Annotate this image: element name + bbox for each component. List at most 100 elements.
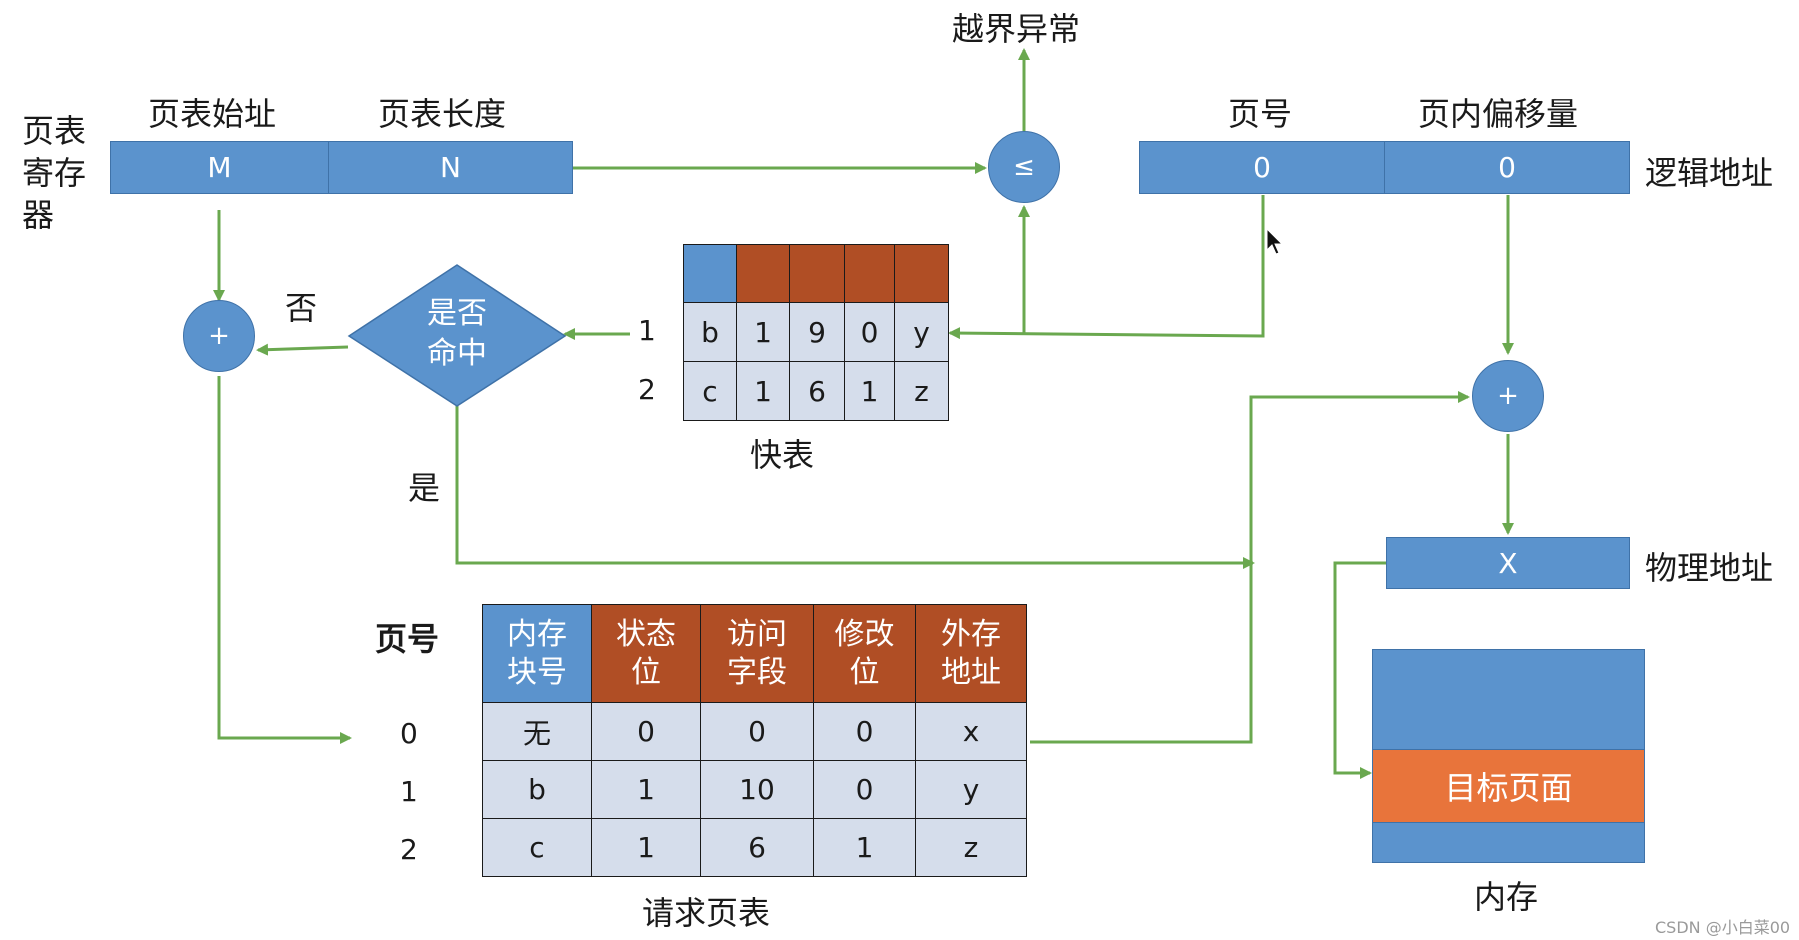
tlb-cell: 9	[789, 302, 845, 362]
tlb-cell: 6	[789, 361, 845, 421]
tlb-header-cell	[894, 244, 949, 303]
tlb-header-row	[683, 244, 949, 303]
tlb-index-2: 2	[638, 373, 656, 406]
page-table-cell: 1	[591, 818, 701, 877]
page-table-cell: 0	[591, 702, 701, 761]
arrow-physical-to-target	[1333, 561, 1386, 779]
header-access-field-line-2: 字段	[727, 654, 787, 690]
tlb-table: b 1 9 0 y c 1 6 1 z	[683, 244, 949, 421]
start-address-cell: M	[110, 141, 329, 194]
page-table-cell: c	[482, 818, 592, 877]
physical-address-cell: X	[1386, 537, 1630, 589]
watermark: CSDN @小白菜00	[1655, 918, 1791, 937]
page-table-cell: 无	[482, 702, 592, 761]
page-table-index-2: 2	[400, 833, 418, 866]
register-label: 页表 寄存 器	[22, 110, 86, 236]
page-table-cell: 0	[813, 760, 916, 819]
memory-block: 目标页面	[1372, 649, 1645, 863]
request-page-table: 内存 块号 状态 位 访问 字段 修改 位 外存 地址 无 0 0	[482, 604, 1027, 877]
page-table-cell: x	[915, 702, 1027, 761]
left-adder-node: +	[183, 300, 255, 372]
page-table-cell: 1	[813, 818, 916, 877]
memory-label: 内存	[1474, 878, 1539, 916]
page-table-cell: b	[482, 760, 592, 819]
tlb-header-cell	[844, 244, 895, 303]
page-table-row: b 1 10 0 y	[482, 760, 1027, 819]
length-header: 页表长度	[378, 95, 507, 133]
header-disk-address: 外存 地址	[915, 604, 1027, 703]
header-frame-no: 内存 块号	[482, 604, 592, 703]
tlb-row: b 1 9 0 y	[683, 302, 949, 362]
right-adder-node: +	[1472, 360, 1544, 432]
header-dirty-bit: 修改 位	[813, 604, 916, 703]
header-access-field-line-1: 访问	[727, 616, 787, 652]
page-table-header-row: 内存 块号 状态 位 访问 字段 修改 位 外存 地址	[482, 604, 1027, 703]
mouse-cursor-icon	[1266, 228, 1284, 255]
decision-line-2: 命中	[427, 336, 487, 371]
decision-yes-label: 是	[408, 469, 441, 507]
offset-header: 页内偏移量	[1418, 95, 1579, 133]
page-table-cell: 6	[700, 818, 814, 877]
page-table-cell: 0	[813, 702, 916, 761]
page-table-row: 无 0 0 0 x	[482, 702, 1027, 761]
decision-line-1: 是否	[427, 296, 487, 331]
header-frame-no-line-2: 块号	[507, 654, 567, 690]
header-frame-no-line-1: 内存	[507, 616, 567, 652]
decision-no-label: 否	[285, 289, 318, 327]
page-table-page-no-header: 页号	[375, 620, 440, 658]
target-page: 目标页面	[1373, 749, 1644, 823]
page-table-row: c 1 6 1 z	[482, 818, 1027, 877]
request-page-table-label: 请求页表	[642, 894, 771, 932]
header-valid-bit-line-2: 位	[631, 654, 661, 690]
tlb-cell: 1	[736, 302, 790, 362]
register-label-line-3: 器	[22, 196, 55, 234]
register-label-line-2: 寄存	[22, 154, 87, 192]
overflow-label: 越界异常	[952, 10, 1081, 48]
page-table-index-0: 0	[400, 717, 418, 750]
header-valid-bit-line-1: 状态	[616, 616, 676, 652]
arrow-decision-no-to-adder	[256, 343, 349, 356]
tlb-row: c 1 6 1 z	[683, 361, 949, 421]
decision-text: 是否 命中	[417, 294, 497, 374]
header-valid-bit: 状态 位	[591, 604, 701, 703]
tlb-cell: z	[894, 361, 949, 421]
physical-address-label: 物理地址	[1645, 549, 1774, 587]
logical-address-label: 逻辑地址	[1645, 154, 1774, 192]
tlb-label: 快表	[750, 436, 815, 474]
tlb-cell: y	[894, 302, 949, 362]
length-cell: N	[328, 141, 573, 194]
page-no-cell: 0	[1139, 141, 1385, 194]
compare-node: ≤	[988, 131, 1060, 203]
arrow-page-no-to-tlb	[948, 195, 1265, 340]
arrow-page-table-to-adder	[1030, 391, 1470, 744]
page-table-cell: 10	[700, 760, 814, 819]
header-dirty-bit-line-1: 修改	[834, 616, 895, 652]
page-table-index-1: 1	[400, 775, 418, 808]
register-label-line-1: 页表	[22, 112, 87, 150]
hit-decision-diamond	[347, 264, 567, 407]
page-table-cell: z	[915, 818, 1027, 877]
header-dirty-bit-line-2: 位	[849, 654, 880, 690]
tlb-cell: 1	[844, 361, 895, 421]
page-table-cell: y	[915, 760, 1027, 819]
offset-cell: 0	[1384, 141, 1630, 194]
header-disk-address-line-1: 外存	[941, 616, 1001, 652]
arrow-adder-to-page-table	[217, 376, 352, 744]
page-table-cell: 1	[591, 760, 701, 819]
tlb-cell: b	[683, 302, 737, 362]
tlb-header-cell	[789, 244, 845, 303]
header-access-field: 访问 字段	[700, 604, 814, 703]
tlb-cell: 0	[844, 302, 895, 362]
tlb-header-cell	[736, 244, 790, 303]
tlb-cell: c	[683, 361, 737, 421]
tlb-index-1: 1	[638, 314, 656, 347]
start-header: 页表始址	[148, 95, 277, 133]
page-table-cell: 0	[700, 702, 814, 761]
page-no-header: 页号	[1228, 95, 1293, 133]
arrow-decision-yes-to-adder	[455, 405, 1255, 569]
tlb-cell: 1	[736, 361, 790, 421]
tlb-header-cell	[683, 244, 737, 303]
header-disk-address-line-2: 地址	[941, 654, 1001, 690]
